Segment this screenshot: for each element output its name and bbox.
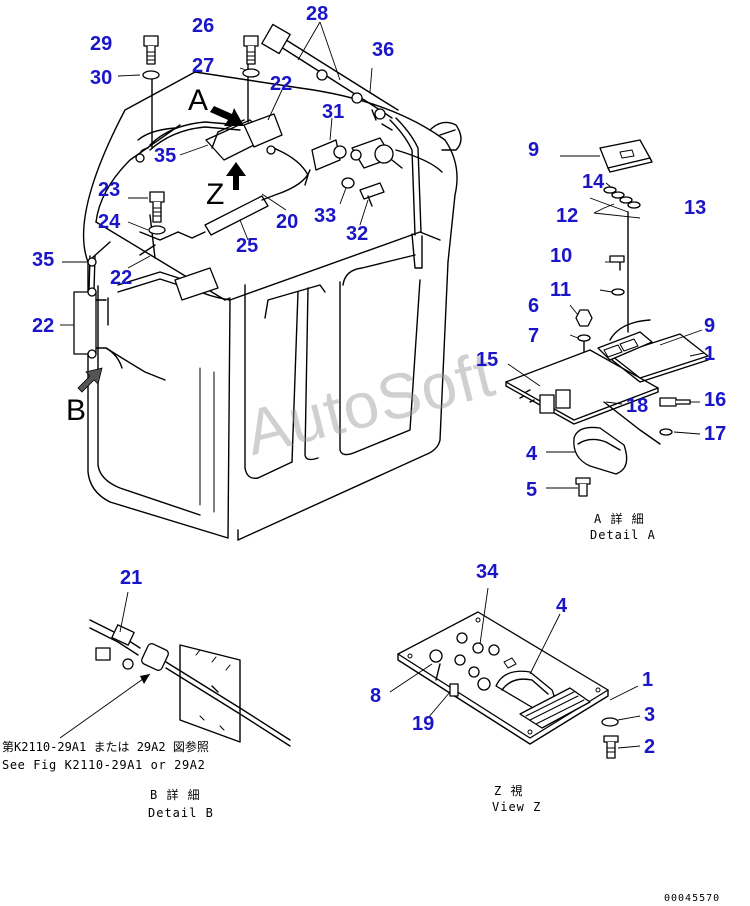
callout-28: 28	[306, 3, 329, 25]
callout-30: 30	[90, 67, 113, 89]
callout-19: 19	[412, 713, 435, 735]
callout-24: 24	[98, 211, 121, 233]
view-z-art	[397, 611, 619, 759]
callout-16: 16	[704, 389, 727, 411]
callout-20: 20	[276, 211, 299, 233]
view-letter-b: B	[66, 394, 87, 427]
callout-25: 25	[236, 235, 259, 257]
switch-assembly	[311, 109, 403, 207]
top-harness	[261, 23, 422, 236]
callout-1-a: 1	[704, 343, 716, 365]
callout-4-z: 4	[556, 595, 568, 617]
callout-8: 8	[370, 685, 382, 707]
cable-25	[87, 169, 311, 291]
caption-view-z-en: View Z	[492, 800, 542, 814]
callout-32: 32	[346, 223, 369, 245]
callout-33: 33	[314, 205, 337, 227]
callout-10: 10	[550, 245, 573, 267]
bolt-29	[142, 35, 160, 80]
callout-9-right: 9	[704, 315, 716, 337]
left-side-parts	[73, 267, 219, 381]
reference-en: See Fig K2110-29A1 or 29A2	[2, 758, 206, 772]
callout-22-mid: 22	[110, 267, 133, 289]
callout-29: 29	[90, 33, 113, 55]
callout-9-top: 9	[528, 139, 540, 161]
detail-b-art	[59, 619, 291, 747]
callout-11: 11	[550, 279, 572, 301]
callout-35-top: 35	[154, 145, 177, 167]
callout-17: 17	[704, 423, 727, 445]
caption-detail-b-en: Detail B	[148, 806, 214, 820]
detail-a-art	[505, 139, 709, 497]
callout-4-a: 4	[526, 443, 538, 465]
callout-35-left: 35	[32, 249, 55, 271]
reference-jp: 第K2110-29A1 または 29A2 図参照	[2, 740, 209, 754]
callout-15: 15	[476, 349, 499, 371]
arrow-a	[210, 106, 244, 126]
view-letter-a: A	[188, 84, 209, 117]
bolt-23	[148, 191, 166, 235]
arrow-z	[226, 162, 246, 190]
callout-13: 13	[684, 197, 707, 219]
caption-detail-a-en: Detail A	[590, 528, 656, 542]
callout-21: 21	[120, 567, 143, 589]
arrow-b	[77, 367, 103, 393]
callout-27: 27	[192, 55, 215, 77]
document-number: 00045570	[664, 893, 721, 904]
callout-22-left: 22	[32, 315, 55, 337]
caption-view-z-jp: Z 視	[494, 784, 524, 798]
callout-7: 7	[528, 325, 540, 347]
callout-14: 14	[582, 171, 605, 193]
callout-23: 23	[98, 179, 121, 201]
view-letter-z: Z	[206, 178, 225, 211]
callout-34: 34	[476, 561, 499, 583]
callout-31: 31	[322, 101, 345, 123]
callout-1-z: 1	[642, 669, 654, 691]
callout-6: 6	[528, 295, 540, 317]
bolt-26	[242, 35, 260, 78]
cab-body	[82, 71, 462, 541]
callout-26: 26	[192, 15, 215, 37]
callout-36: 36	[372, 39, 395, 61]
callout-12: 12	[556, 205, 579, 227]
callout-18: 18	[626, 395, 649, 417]
caption-detail-a-jp: A 詳 細	[594, 512, 645, 526]
leaders	[60, 21, 705, 749]
callout-5: 5	[526, 479, 538, 501]
caption-detail-b-jp: B 詳 細	[150, 788, 201, 802]
callout-3: 3	[644, 704, 656, 726]
callout-2: 2	[644, 736, 656, 758]
callout-22-top: 22	[270, 73, 293, 95]
